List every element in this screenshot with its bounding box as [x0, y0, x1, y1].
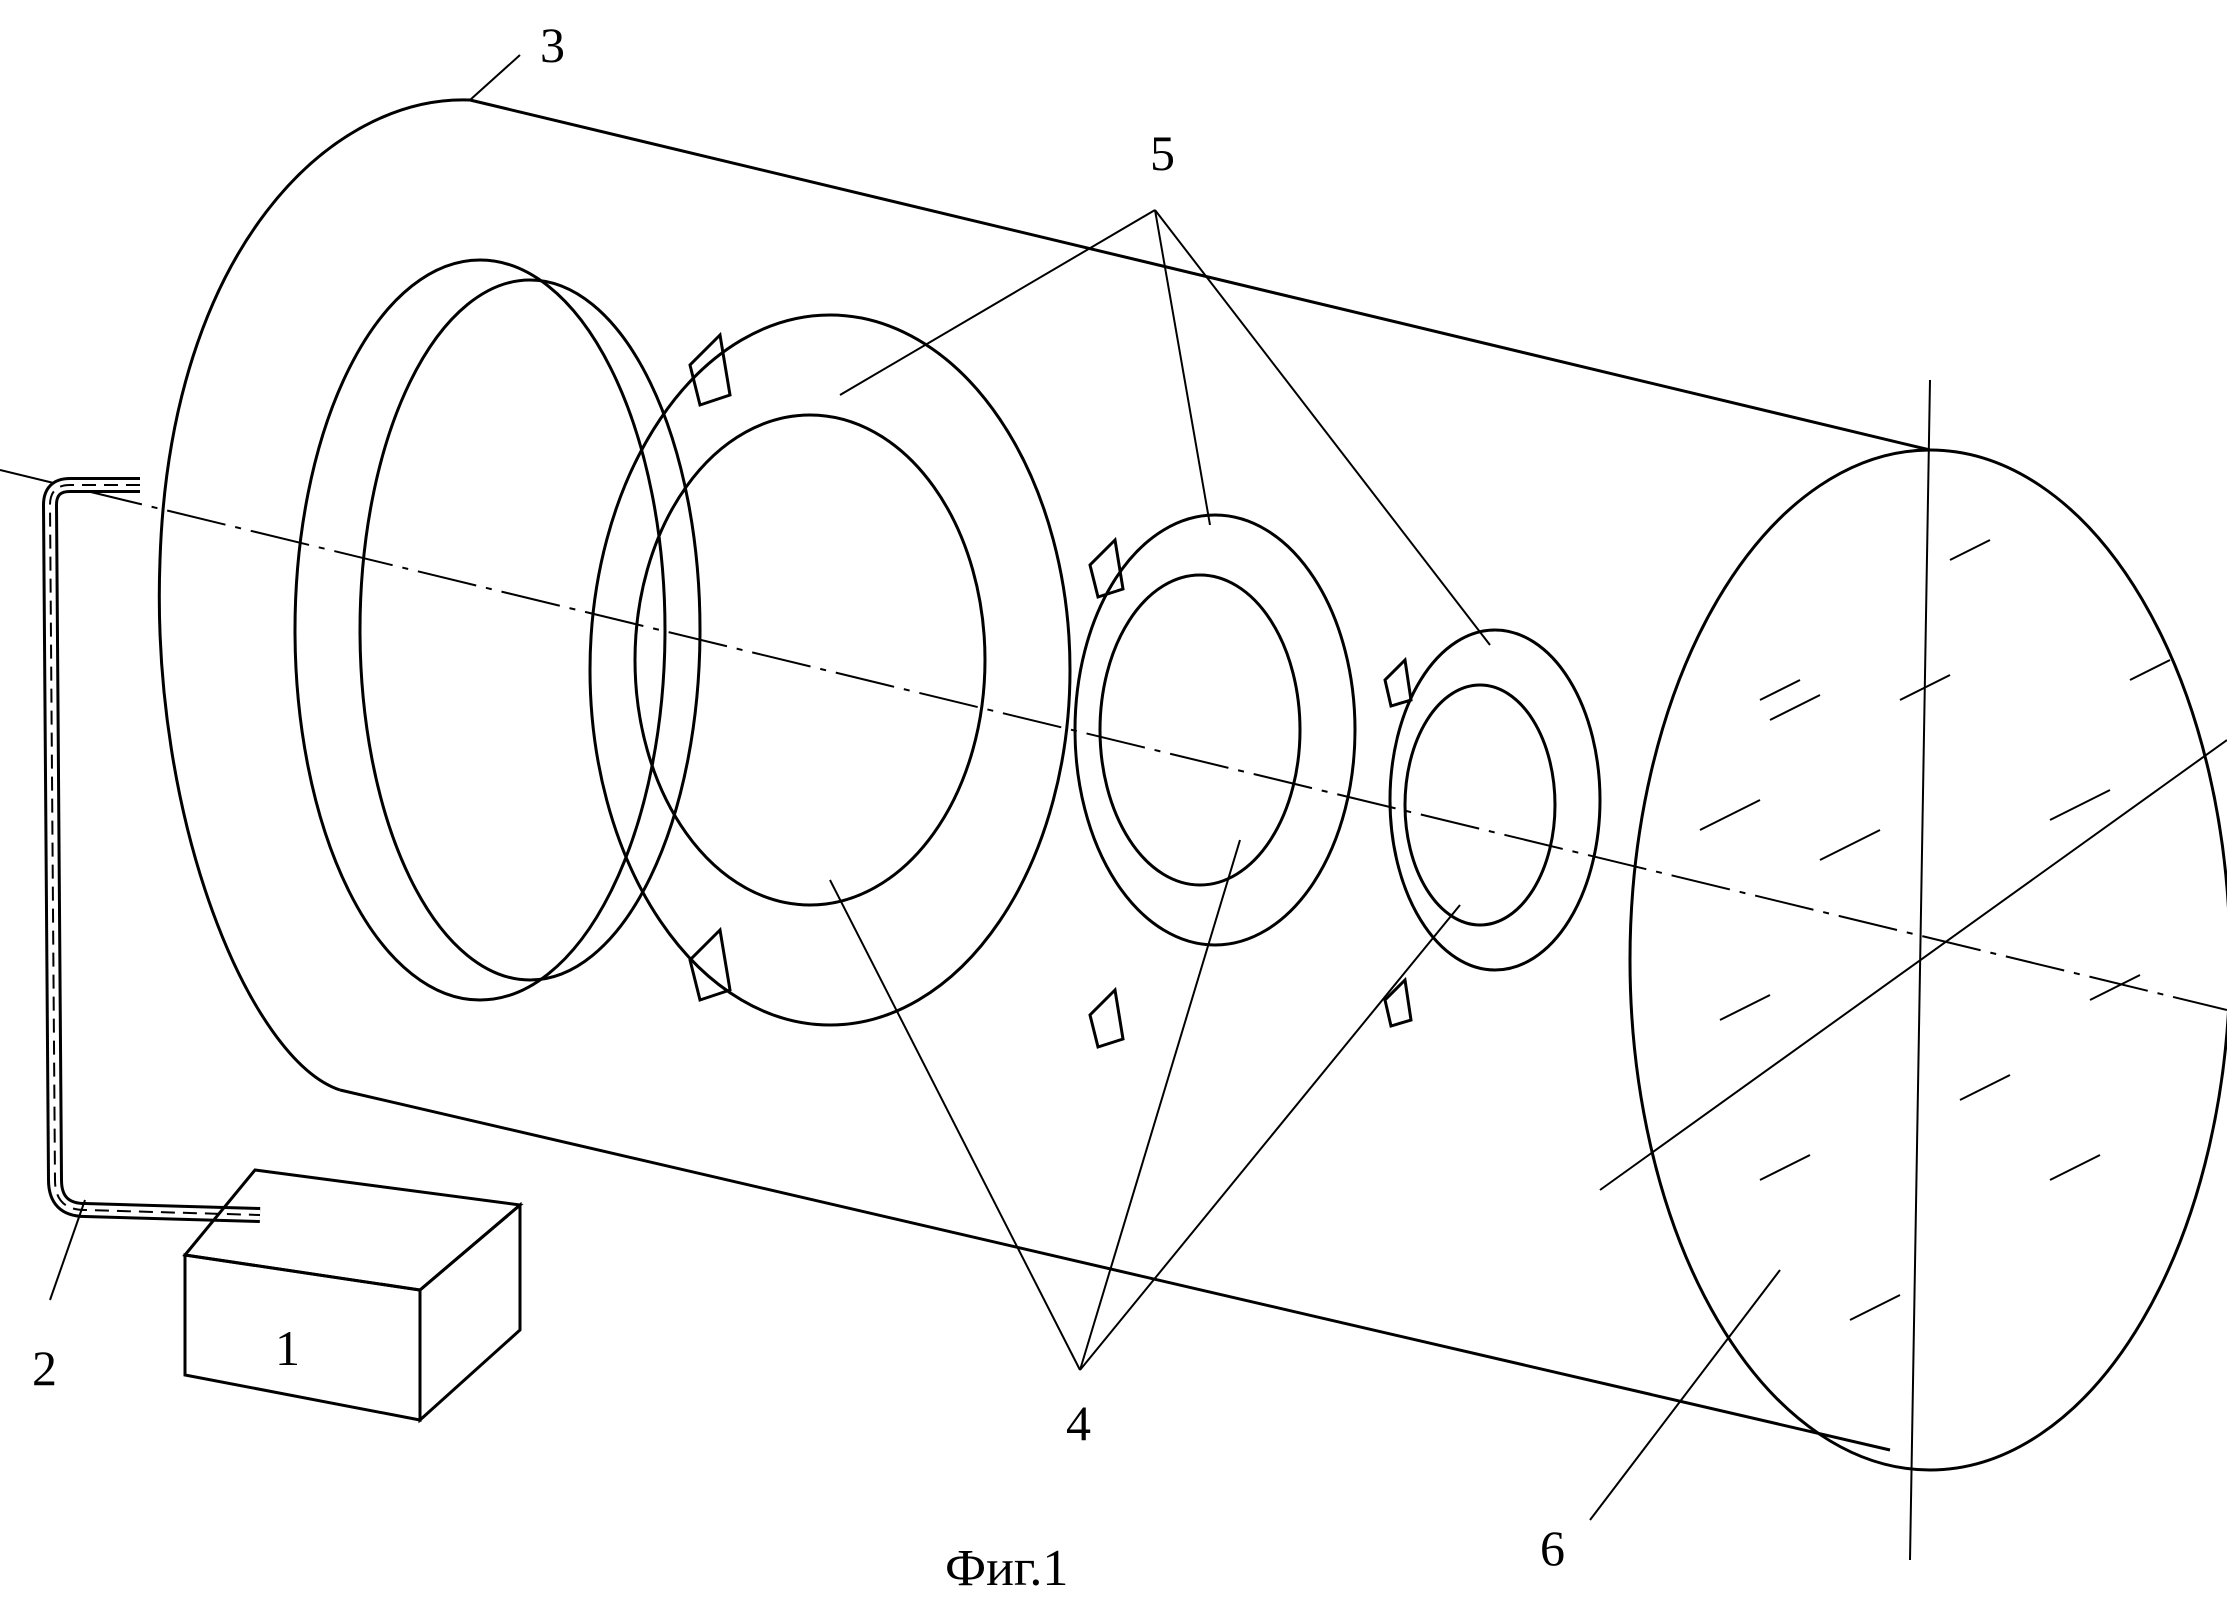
- lens-holder-1: [590, 315, 1070, 1025]
- lens-holder-2: [1075, 515, 1355, 1047]
- axes: [0, 380, 2227, 1560]
- label-2: 2: [32, 1340, 57, 1396]
- label-1: 1: [275, 1320, 300, 1376]
- leader-lines: [50, 55, 1780, 1520]
- cylinder-housing: [159, 100, 1930, 1450]
- label-3: 3: [540, 17, 565, 73]
- cable: [50, 485, 260, 1215]
- large-lens: [295, 260, 700, 1000]
- lens-holder-3: [1385, 630, 1600, 1026]
- label-5: 5: [1150, 125, 1175, 181]
- screen: [1630, 450, 2227, 1470]
- label-4: 4: [1066, 1395, 1091, 1451]
- figure-caption: Фиг.1: [945, 1540, 1068, 1597]
- label-6: 6: [1540, 1520, 1565, 1576]
- screen-hatching: [1700, 540, 2170, 1320]
